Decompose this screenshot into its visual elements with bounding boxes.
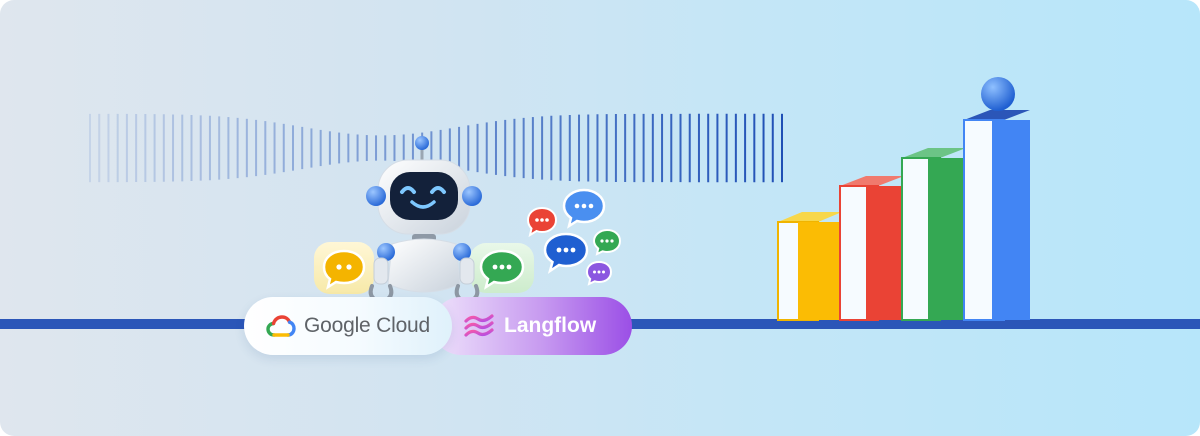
growth-bars-illustration bbox=[777, 77, 1030, 321]
langflow-logo-icon bbox=[464, 314, 494, 337]
green-chat-bubble-icon bbox=[479, 249, 525, 290]
red-bar bbox=[839, 176, 904, 321]
google-cloud-label: Google Cloud bbox=[304, 314, 431, 337]
yellow-chat-bubble-icon bbox=[322, 249, 366, 290]
blue-sphere-icon bbox=[981, 77, 1015, 111]
google-cloud-badge: Google Cloud bbox=[244, 297, 452, 355]
yellow-bar bbox=[777, 212, 842, 321]
red-chat-bubble-icon bbox=[526, 206, 558, 238]
dark-blue-chat-bubble-icon bbox=[543, 232, 589, 274]
langflow-label: Langflow bbox=[504, 314, 597, 337]
chat-bubbles-cluster bbox=[526, 188, 622, 286]
langflow-badge: Langflow bbox=[432, 297, 632, 355]
green-bar bbox=[901, 148, 966, 321]
google-cloud-logo-icon bbox=[266, 315, 296, 337]
purple-chat-bubble-icon bbox=[585, 260, 613, 286]
robot-mascot-icon bbox=[366, 136, 482, 302]
blue-bar bbox=[963, 110, 1030, 321]
small-green-chat-bubble-icon bbox=[592, 228, 622, 256]
blue-chat-bubble-icon bbox=[562, 188, 606, 229]
